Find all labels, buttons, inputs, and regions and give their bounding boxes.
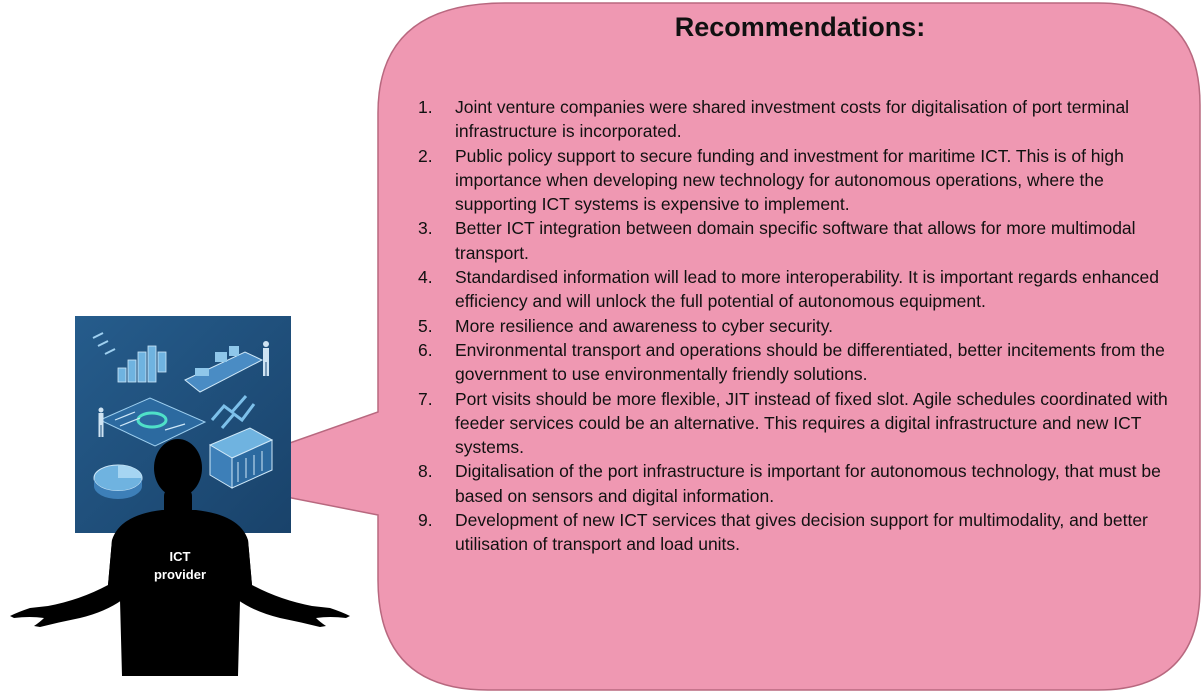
item-text: Standardised information will lead to mo… (455, 267, 1159, 312)
item-number: 7. (418, 388, 433, 409)
item-number: 1. (418, 97, 433, 117)
item-text: Joint venture companies were shared inve… (455, 97, 1130, 142)
item-text: Environmental transport and operations s… (455, 339, 1165, 385)
item-text: More resilience and awareness to cyber s… (455, 315, 834, 336)
bubble-content: Recommendations: 1. Joint venture compani… (400, 0, 1200, 695)
analyst-figure-icon (98, 407, 104, 437)
item-text: Public policy support to secure funding … (455, 145, 1124, 215)
item-text: Development of new ICT services that giv… (455, 510, 1148, 555)
trend-arrow-icon (210, 395, 256, 429)
item-number: 8. (418, 461, 433, 482)
ict-provider-silhouette (10, 439, 350, 676)
circuit-platform-icon (98, 397, 207, 447)
item-number: 6. (418, 339, 433, 360)
item-text: Better ICT integration between domain sp… (455, 218, 1136, 263)
person-label-line1: ICT (169, 549, 191, 564)
list-item: 4. Standardised information will lead to … (418, 265, 1188, 314)
item-number: 2. (418, 145, 433, 166)
server-rack-icon (208, 427, 274, 489)
list-item: 6. Environmental transport and operations… (418, 338, 1188, 387)
item-number: 3. (418, 218, 433, 239)
list-item: 5. More resilience and awareness to cyber… (418, 314, 1188, 338)
list-item: 7. Port visits should be more flexible, J… (418, 387, 1188, 460)
cargo-ship-icon (184, 346, 264, 393)
list-item: 8. Digitalisation of the port infrastruct… (418, 459, 1188, 508)
item-number: 5. (418, 315, 433, 336)
list-item: 2. Public policy support to secure fundin… (418, 144, 1188, 217)
pie-chart-icon (93, 464, 143, 499)
item-number: 9. (418, 510, 433, 531)
worker-figure-icon (263, 341, 269, 376)
person-label-line2: provider (153, 567, 206, 582)
bar-chart-icon (117, 345, 167, 383)
speech-bubble (187, 2, 1201, 691)
list-item: 9. Development of new ICT services that g… (418, 508, 1188, 557)
item-text: Digitalisation of the port infrastructur… (455, 461, 1161, 506)
item-text: Port visits should be more flexible, JIT… (455, 388, 1168, 458)
recommendations-list: 1. Joint venture companies were shared in… (418, 95, 1188, 557)
recommendations-title: Recommendations: (674, 12, 926, 42)
list-item: 1. Joint venture companies were shared in… (418, 95, 1188, 144)
person-label: ICT provider (140, 548, 220, 584)
item-number: 4. (418, 267, 433, 288)
list-item: 3. Better ICT integration between domain … (418, 216, 1188, 265)
